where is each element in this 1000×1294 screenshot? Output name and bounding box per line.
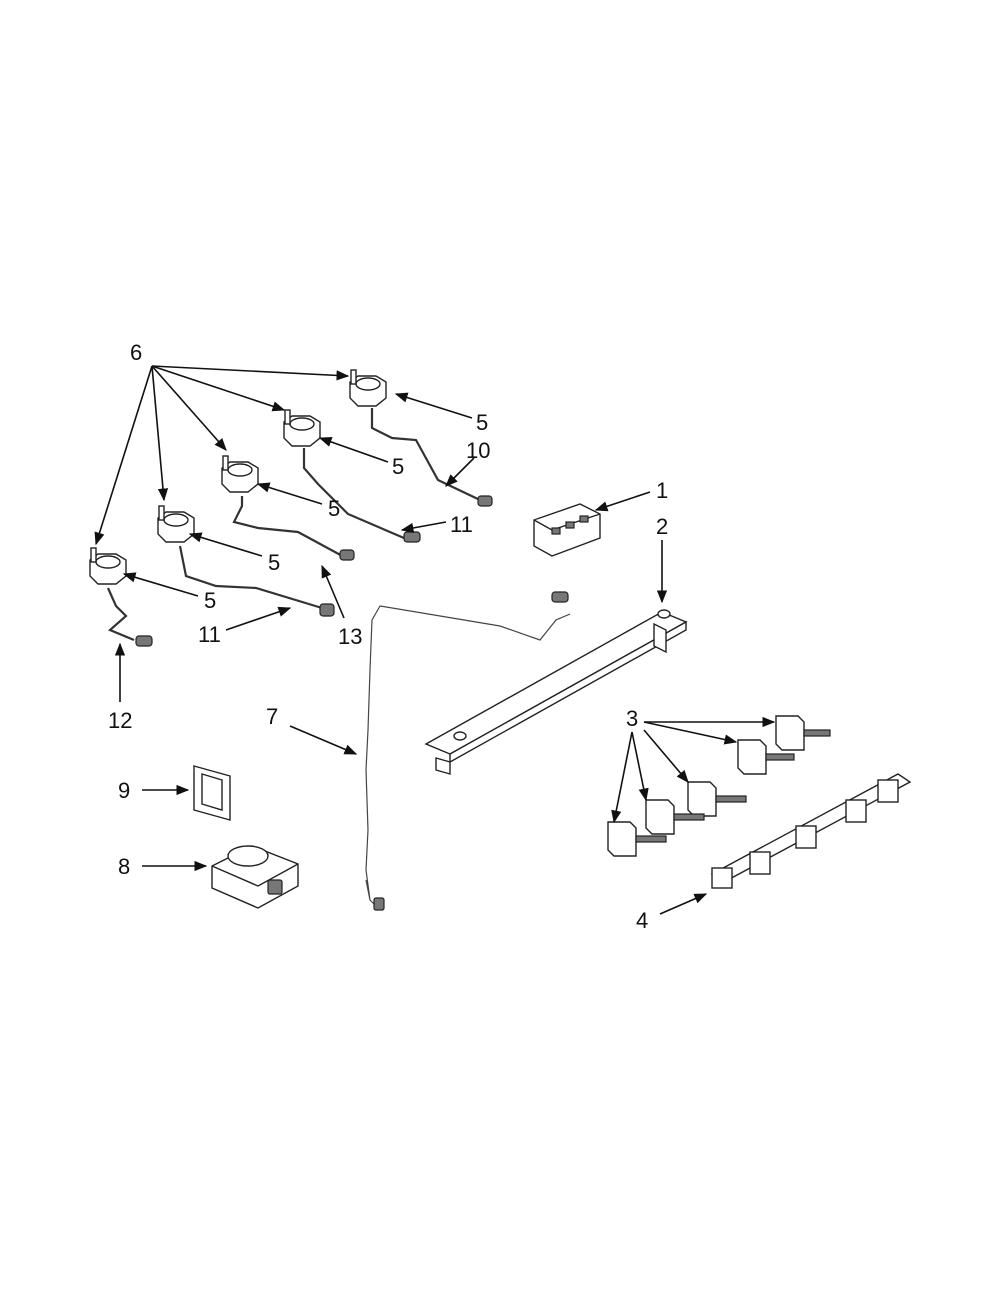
callout-6: 6: [130, 340, 142, 365]
callout-13: 13: [338, 624, 362, 649]
bracket: [193, 765, 231, 821]
burner-valve-3: [221, 455, 355, 561]
callout-9: 9: [118, 778, 130, 803]
gas-valve-5: [607, 821, 667, 857]
callout-12: 12: [108, 708, 132, 733]
manifold-rail: [424, 609, 688, 775]
gas-valve-3: [687, 781, 747, 817]
ignition-module: [533, 503, 601, 557]
callout-4: 4: [636, 908, 648, 933]
valve-bracket: [710, 773, 912, 889]
callout-7: 7: [266, 704, 278, 729]
callout-10: 10: [466, 438, 490, 463]
gas-valve-4: [645, 799, 705, 835]
burner-valve-4: [157, 505, 335, 617]
callout-5: 5: [328, 496, 340, 521]
callout-11: 11: [198, 622, 221, 647]
callout-5: 5: [268, 550, 280, 575]
gas-valve-1: [775, 715, 831, 751]
pressure-regulator: [211, 845, 299, 909]
callout-5: 5: [476, 410, 488, 435]
callout-8: 8: [118, 854, 130, 879]
callout-5: 5: [204, 588, 216, 613]
gas-valve-2: [737, 739, 795, 775]
callout-11: 11: [450, 512, 473, 537]
burner-valve-5: [89, 547, 153, 647]
callout-1: 1: [656, 478, 668, 503]
callout-labels: 6 5 5 5 5 5 10 11 11 13 12 1 2 7 3 4 9 8: [108, 340, 668, 933]
manifold-tube: [365, 591, 571, 911]
callout-3: 3: [626, 706, 638, 731]
callout-5: 5: [392, 454, 404, 479]
callout-2: 2: [656, 514, 668, 539]
leader-lines: [94, 365, 776, 915]
burner-valve-1: [349, 369, 493, 507]
